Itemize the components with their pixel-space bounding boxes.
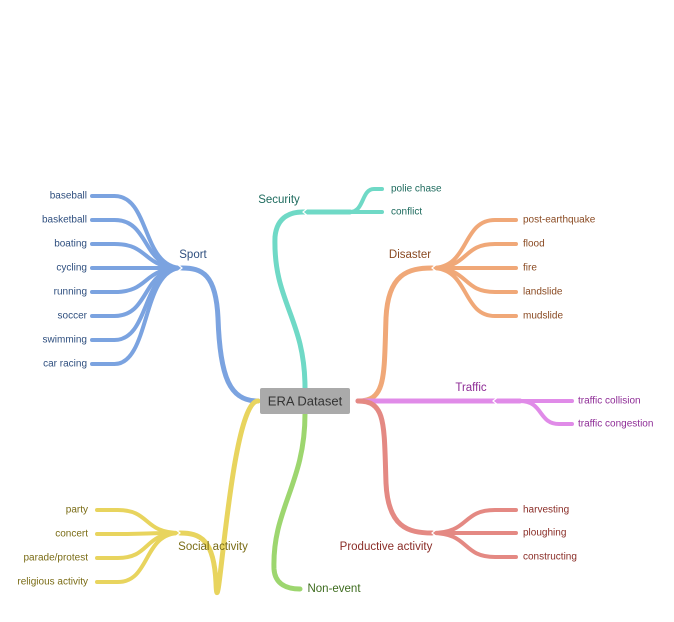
leaf-social-2: parade/protest <box>24 553 89 564</box>
leaf-sport-6: swimming <box>43 335 87 346</box>
connector-productive <box>355 398 435 536</box>
leaf-social-1: concert <box>55 529 88 540</box>
connector-social-3 <box>95 531 182 584</box>
leaf-security-0: polie chase <box>391 184 442 195</box>
branch-label-productive: Productive activity <box>340 541 433 553</box>
connector-sport <box>179 265 261 404</box>
leaf-productive-0: harvesting <box>523 505 569 516</box>
connector-productive-2 <box>430 531 518 559</box>
leaf-security-1: conflict <box>391 207 422 218</box>
root-node: ERA Dataset <box>260 388 350 414</box>
connector-productive-0 <box>430 508 518 535</box>
connector-security <box>272 209 308 391</box>
leaf-social-0: party <box>66 505 88 516</box>
leaf-traffic-0: traffic collision <box>578 396 641 407</box>
branch-nonevent: Non-event <box>271 411 361 595</box>
root-box <box>260 388 350 414</box>
connector-nonevent <box>271 411 308 592</box>
leaf-sport-5: soccer <box>58 311 88 322</box>
leaf-sport-0: baseball <box>50 191 87 202</box>
leaf-sport-4: running <box>54 287 87 298</box>
branch-sport: baseball basketball boating cycling running s… <box>42 191 261 404</box>
connector-disaster-4 <box>430 266 518 318</box>
leaf-sport-7: car racing <box>43 359 87 370</box>
hub-marker-disaster <box>431 263 438 273</box>
hub-marker-productive <box>431 528 438 538</box>
branch-disaster: post-earthquake flood fire landslide mudslid… <box>355 215 596 404</box>
connector-disaster <box>355 265 435 404</box>
hub-marker-sport <box>176 263 183 273</box>
leaf-disaster-3: landslide <box>523 287 563 298</box>
hub-marker-social <box>174 528 181 538</box>
leaf-disaster-1: flood <box>523 239 545 250</box>
branch-security: polie chase conflict Security <box>258 184 442 391</box>
connector-sport-7 <box>90 266 184 366</box>
leaf-social-3: religious activity <box>17 577 88 588</box>
leaf-disaster-4: mudslide <box>523 311 563 322</box>
hub-marker-traffic <box>492 396 499 406</box>
leaf-sport-2: boating <box>54 239 87 250</box>
connector-traffic-1 <box>518 399 574 426</box>
leaf-disaster-0: post-earthquake <box>523 215 596 226</box>
connector-security-0 <box>348 187 384 214</box>
branch-label-sport: Sport <box>179 249 207 261</box>
branch-label-disaster: Disaster <box>389 249 431 261</box>
hub-marker-security <box>302 207 309 217</box>
branch-label-traffic: Traffic <box>455 382 487 394</box>
leaf-disaster-2: fire <box>523 263 537 274</box>
leaf-productive-2: constructing <box>523 552 577 563</box>
branch-label-security: Security <box>258 194 300 206</box>
leaf-sport-1: basketball <box>42 215 87 226</box>
branch-label-social: Social activity <box>178 541 248 553</box>
leaf-sport-3: cycling <box>56 263 87 274</box>
connector-social <box>177 398 261 596</box>
branch-productive: harvesting ploughing constructing Productiv… <box>340 398 577 563</box>
leaf-productive-1: ploughing <box>523 528 566 539</box>
branch-label-nonevent: Non-event <box>307 583 361 595</box>
branch-social: party concert parade/protest religious acti… <box>17 398 261 596</box>
connector-social-0 <box>95 508 182 535</box>
branch-traffic: traffic collision traffic congestion Traff… <box>355 382 653 430</box>
leaf-traffic-1: traffic congestion <box>578 419 653 430</box>
root-label: ERA Dataset <box>268 393 343 408</box>
